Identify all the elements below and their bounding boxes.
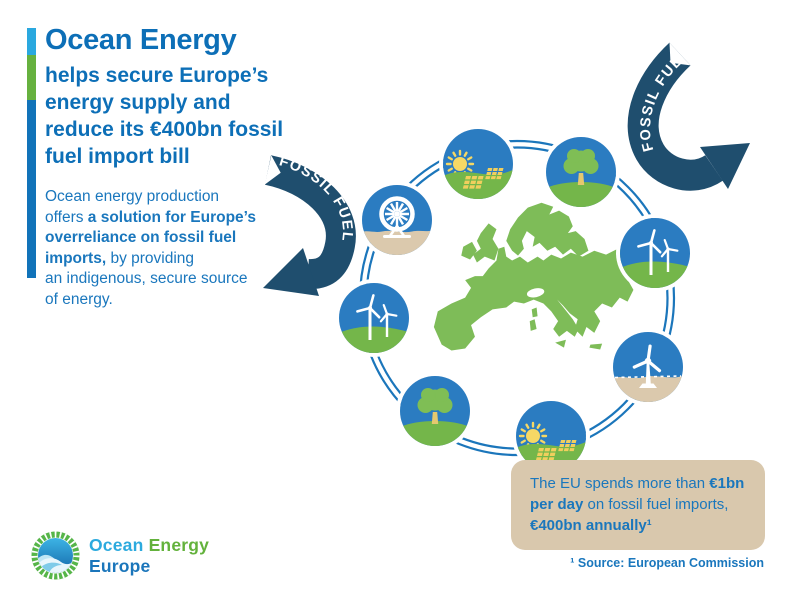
tree-icon-bottom-left [400, 376, 470, 446]
accent-bar-blue [27, 100, 36, 278]
wind-turbines-icon-right [620, 218, 690, 288]
ocean-energy-europe-logo: Ocean Energy Europe [31, 531, 209, 580]
ocean-energy-europe-logo-icon [31, 531, 80, 580]
fossil-fuel-arrow-left: FOSSIL FUEL [263, 153, 356, 296]
accent-bar [27, 28, 36, 278]
fossil-fuel-arrow-top-right: FOSSIL FUEL [595, 24, 750, 191]
solar-panels-icon-top [443, 129, 513, 199]
accent-bar-green [27, 55, 36, 100]
page-title: Ocean Energy [45, 24, 237, 56]
tidal-water-wheel-icon [362, 185, 432, 255]
wind-turbines-icon-left [339, 283, 409, 353]
ocean-energy-europe-logo-text: Ocean Energy Europe [89, 534, 210, 576]
offshore-turbine-icon [613, 332, 683, 402]
tree-icon-top-right [546, 137, 616, 207]
accent-bar-lightblue [27, 28, 36, 55]
source-footnote: ¹ Source: European Commission [570, 556, 764, 570]
